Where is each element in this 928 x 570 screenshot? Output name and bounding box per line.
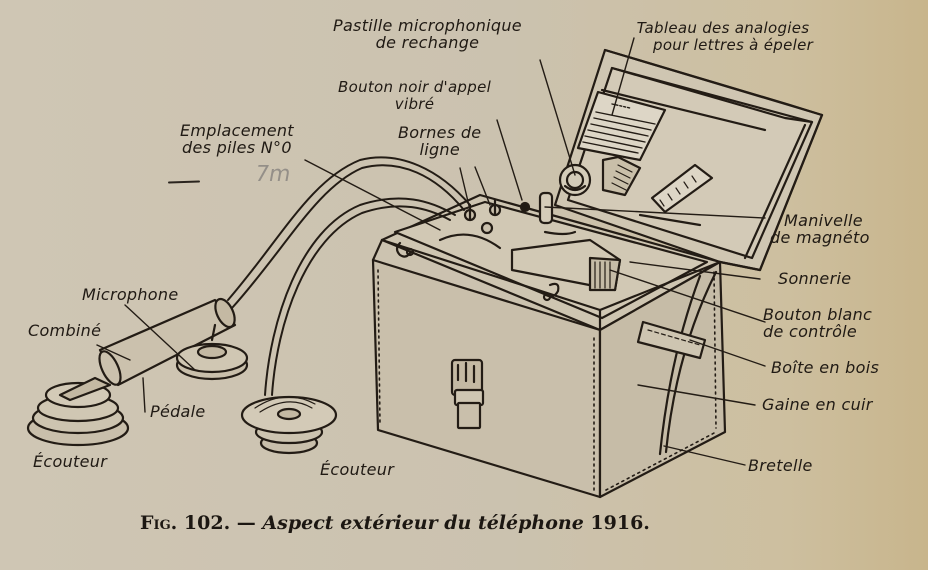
- figure-caption: Fig. 102. — Aspect extérieur du téléphon…: [140, 512, 820, 534]
- label-line: Bouton blanc: [763, 305, 873, 324]
- wooden-box: [371, 191, 727, 499]
- label-ecouteur-left: Écouteur: [33, 452, 108, 471]
- pencil-annotation: 7m: [252, 162, 293, 187]
- figure-number: Fig. 102.: [140, 512, 231, 534]
- label-line: Pastille microphonique: [333, 16, 522, 35]
- figure-title: Aspect extérieur du téléphone: [262, 512, 584, 534]
- label-tableau-analogies: Tableau des analogies pour lettres à épe…: [633, 20, 813, 54]
- label-line: des piles N°0: [182, 138, 292, 157]
- figure-year: 1916.: [583, 512, 650, 534]
- label-emplacement-piles: Emplacement des piles N°0: [180, 122, 294, 156]
- label-bornes-de-ligne: Bornes de ligne: [398, 124, 481, 158]
- buckle: [450, 358, 485, 430]
- label-sonnerie: Sonnerie: [778, 269, 852, 288]
- label-combine: Combiné: [28, 321, 102, 340]
- label-bouton-blanc: Bouton blanc de contrôle: [763, 306, 872, 340]
- label-pedale: Pédale: [150, 402, 206, 421]
- label-line: pour lettres à épeler: [653, 36, 814, 54]
- label-microphone: Microphone: [82, 285, 179, 304]
- earpiece: [240, 395, 338, 455]
- line-terminals: [463, 198, 502, 235]
- leader-lines: [96, 37, 766, 466]
- label-gaine-en-cuir: Gaine en cuir: [762, 395, 873, 414]
- label-bouton-noir: Bouton noir d'appel vibré: [338, 79, 491, 113]
- label-line: Manivelle: [784, 211, 863, 230]
- label-line: Tableau des analogies: [636, 19, 810, 37]
- magneto-crank: [638, 163, 714, 227]
- handset: [26, 297, 249, 447]
- label-line: vibré: [394, 95, 435, 113]
- label-ecouteur-right: Écouteur: [320, 460, 395, 479]
- label-pastille-microphonique: Pastille microphonique de rechange: [333, 17, 522, 51]
- label-line: Emplacement: [180, 121, 294, 140]
- caption-dash: —: [230, 512, 263, 534]
- label-bretelle: Bretelle: [748, 456, 813, 475]
- label-line: de magnéto: [770, 228, 870, 247]
- spare-pellet: [558, 163, 592, 197]
- label-boite-en-bois: Boîte en bois: [771, 358, 880, 377]
- lid-block: [601, 155, 642, 197]
- label-line: Bornes de: [398, 123, 482, 142]
- label-line: Bouton noir d'appel: [338, 78, 492, 96]
- label-line: de rechange: [375, 33, 480, 52]
- cords: [227, 156, 471, 396]
- label-manivelle: Manivelle de magnéto: [770, 212, 870, 246]
- label-line: ligne: [419, 140, 460, 159]
- analogies-card: [576, 90, 667, 162]
- label-line: de contrôle: [763, 322, 858, 341]
